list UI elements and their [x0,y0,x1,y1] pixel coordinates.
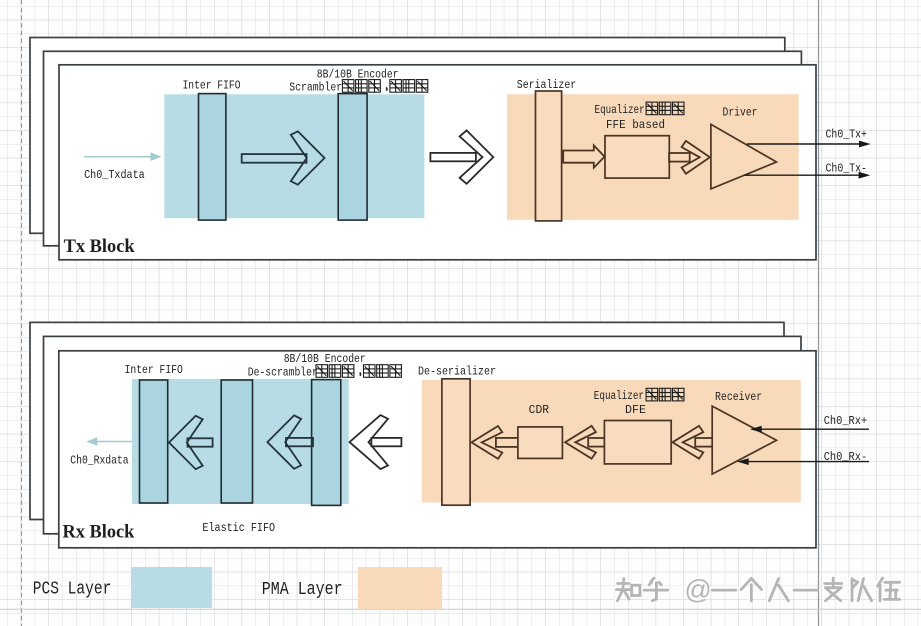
svg-text:De-serializer: De-serializer [418,365,496,379]
svg-text:Inter FIFO: Inter FIFO [125,363,183,377]
svg-text:@: @ [683,573,710,603]
svg-text:Tx Block: Tx Block [64,236,135,257]
svg-text:Scrambler: Scrambler [289,80,342,94]
svg-text:Driver: Driver [723,106,758,120]
svg-text:PCS Layer: PCS Layer [33,580,112,600]
svg-text:Elastic FIFO: Elastic FIFO [202,521,275,535]
svg-text:Receiver: Receiver [715,390,762,404]
svg-text:DFE: DFE [625,403,646,417]
svg-text:Equalizer: Equalizer [594,389,644,403]
svg-text:Ch0_Rx+: Ch0_Rx+ [824,414,868,428]
svg-text:FFE based: FFE based [606,118,665,132]
svg-text:@: @ [684,574,711,604]
svg-text:8B/10B Encoder: 8B/10B Encoder [317,68,399,82]
svg-text:De-scrambler: De-scrambler [248,366,318,380]
svg-text:Ch0_Rxdata: Ch0_Rxdata [70,454,128,468]
svg-text:Rx Block: Rx Block [63,522,135,543]
svg-text:Equalizer: Equalizer [595,103,645,117]
svg-text:Inter FIFO: Inter FIFO [183,79,241,93]
svg-text:Serializer: Serializer [517,78,577,92]
svg-text:Ch0_Rx-: Ch0_Rx- [824,450,868,464]
svg-text:8B/10B Encoder: 8B/10B Encoder [284,352,366,366]
svg-text:PMA Layer: PMA Layer [262,580,343,600]
svg-text:CDR: CDR [529,403,550,417]
svg-text:Ch0_Tx-: Ch0_Tx- [826,161,868,175]
svg-text:Ch0_Txdata: Ch0_Txdata [84,168,145,182]
svg-text:Ch0_Tx+: Ch0_Tx+ [826,128,868,142]
